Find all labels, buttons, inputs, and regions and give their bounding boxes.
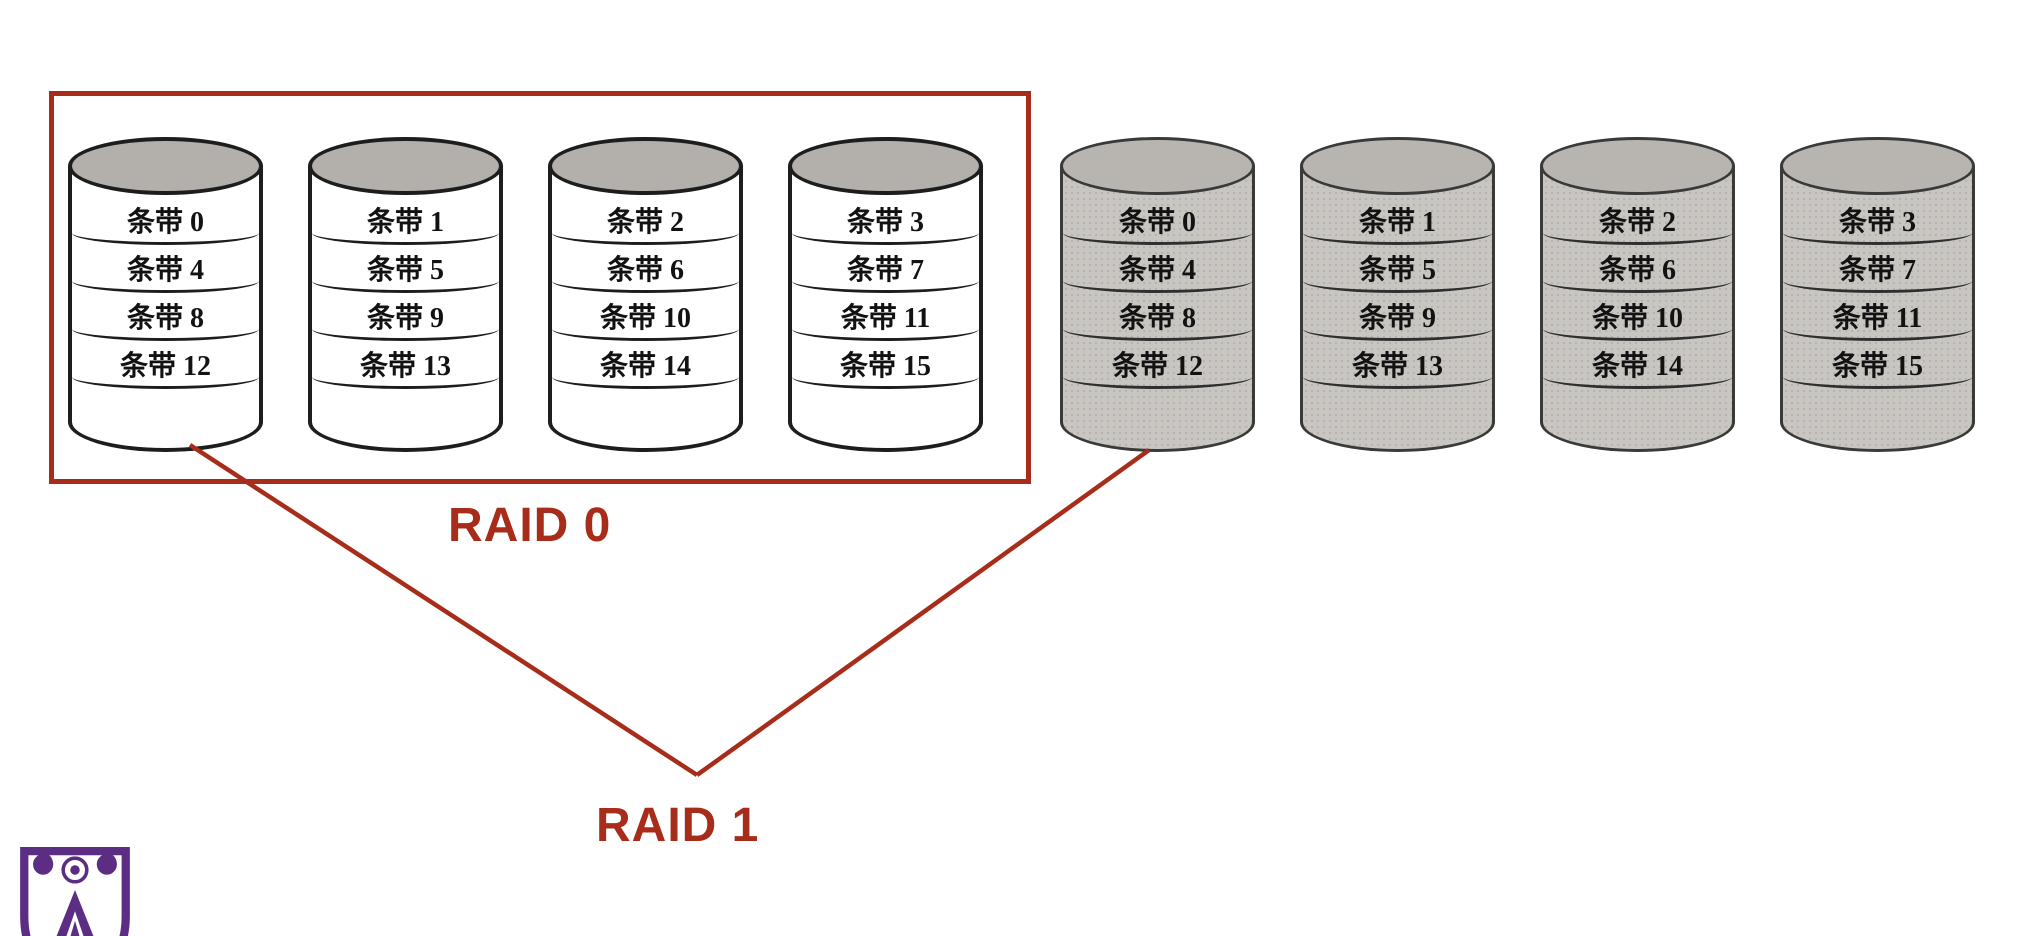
stripe-cell: 条带 6 bbox=[552, 245, 739, 293]
disk-top-ellipse bbox=[1540, 137, 1735, 195]
stripe-label: 条带 13 bbox=[1351, 350, 1443, 382]
stripe-label: 条带 3 bbox=[846, 206, 924, 238]
stripe-label: 条带 9 bbox=[366, 302, 444, 334]
stripe-cell: 条带 13 bbox=[1303, 341, 1492, 389]
stripe-label: 条带 7 bbox=[846, 254, 924, 286]
stripe-cell: 条带 7 bbox=[792, 245, 979, 293]
disk-body: 条带 2 条带 6 条带 10 条带 14 bbox=[548, 166, 743, 452]
stripe-cell: 条带 10 bbox=[1543, 293, 1732, 341]
stripe-label: 条带 6 bbox=[606, 254, 684, 286]
stripe-label: 条带 13 bbox=[359, 350, 451, 382]
stripe-cell: 条带 3 bbox=[792, 197, 979, 245]
disk-raid0-2: 条带 1 条带 5 条带 9 条带 13 bbox=[308, 137, 503, 452]
logo-globe-center bbox=[70, 865, 80, 875]
disk-raid0-3: 条带 2 条带 6 条带 10 条带 14 bbox=[548, 137, 743, 452]
stripe-cell: 条带 7 bbox=[1783, 245, 1972, 293]
disk-body: 条带 3 条带 7 条带 11 条带 15 bbox=[1780, 166, 1975, 452]
disk-top-ellipse bbox=[1300, 137, 1495, 195]
stripe-label: 条带 5 bbox=[1358, 254, 1436, 286]
stripe-cell: 条带 0 bbox=[72, 197, 259, 245]
logo-globe-icon bbox=[61, 856, 89, 884]
stripe-label: 条带 2 bbox=[606, 206, 684, 238]
stripe-cell: 条带 13 bbox=[312, 341, 499, 389]
stripe-label: 条带 11 bbox=[1832, 302, 1923, 334]
stripe-cell: 条带 15 bbox=[792, 341, 979, 389]
nanjing-university-logo bbox=[20, 846, 130, 936]
disk-top-ellipse bbox=[68, 137, 263, 195]
stripe-label: 条带 0 bbox=[126, 206, 204, 238]
logo-tree-core bbox=[70, 920, 80, 936]
logo-right-figure-icon bbox=[96, 853, 117, 875]
stripe-label: 条带 0 bbox=[1118, 206, 1196, 238]
raid1-right-line bbox=[695, 448, 1151, 777]
disk-top-ellipse bbox=[548, 137, 743, 195]
disk-raid0-1: 条带 0 条带 4 条带 8 条带 12 bbox=[68, 137, 263, 452]
disk-raid0-4: 条带 3 条带 7 条带 11 条带 15 bbox=[788, 137, 983, 452]
stripe-label: 条带 1 bbox=[366, 206, 444, 238]
stripe-cell: 条带 9 bbox=[312, 293, 499, 341]
stripe-cell: 条带 12 bbox=[1063, 341, 1252, 389]
stripe-label: 条带 14 bbox=[1591, 350, 1683, 382]
stripe-cell: 条带 11 bbox=[792, 293, 979, 341]
stripe-cell: 条带 11 bbox=[1783, 293, 1972, 341]
stripe-cell: 条带 14 bbox=[552, 341, 739, 389]
stripe-cell: 条带 12 bbox=[72, 341, 259, 389]
disk-mirror-2: 条带 1 条带 5 条带 9 条带 13 bbox=[1300, 137, 1495, 452]
stripe-cell: 条带 8 bbox=[72, 293, 259, 341]
disk-body: 条带 3 条带 7 条带 11 条带 15 bbox=[788, 166, 983, 452]
stripe-cell: 条带 9 bbox=[1303, 293, 1492, 341]
stripe-label: 条带 8 bbox=[126, 302, 204, 334]
stripe-label: 条带 6 bbox=[1598, 254, 1676, 286]
disk-body: 条带 1 条带 5 条带 9 条带 13 bbox=[1300, 166, 1495, 452]
stripe-cell: 条带 4 bbox=[72, 245, 259, 293]
stripe-cell: 条带 1 bbox=[1303, 197, 1492, 245]
disk-mirror-1: 条带 0 条带 4 条带 8 条带 12 bbox=[1060, 137, 1255, 452]
disk-top-ellipse bbox=[1780, 137, 1975, 195]
stripe-label: 条带 9 bbox=[1358, 302, 1436, 334]
disk-mirror-3: 条带 2 条带 6 条带 10 条带 14 bbox=[1540, 137, 1735, 452]
disk-top-ellipse bbox=[1060, 137, 1255, 195]
disk-body: 条带 1 条带 5 条带 9 条带 13 bbox=[308, 166, 503, 452]
stripe-label: 条带 12 bbox=[1111, 350, 1203, 382]
stripe-label: 条带 14 bbox=[599, 350, 691, 382]
raid1-left-line bbox=[188, 443, 699, 777]
disk-mirror-4: 条带 3 条带 7 条带 11 条带 15 bbox=[1780, 137, 1975, 452]
stripe-label: 条带 5 bbox=[366, 254, 444, 286]
raid1-label: RAID 1 bbox=[596, 799, 760, 852]
stripe-label: 条带 7 bbox=[1838, 254, 1916, 286]
stripe-cell: 条带 4 bbox=[1063, 245, 1252, 293]
stripe-cell: 条带 6 bbox=[1543, 245, 1732, 293]
stripe-cell: 条带 14 bbox=[1543, 341, 1732, 389]
stripe-cell: 条带 0 bbox=[1063, 197, 1252, 245]
stripe-label: 条带 15 bbox=[1831, 350, 1923, 382]
stripe-cell: 条带 1 bbox=[312, 197, 499, 245]
stripe-cell: 条带 3 bbox=[1783, 197, 1972, 245]
stripe-label: 条带 2 bbox=[1598, 206, 1676, 238]
stripe-label: 条带 15 bbox=[839, 350, 931, 382]
stripe-cell: 条带 8 bbox=[1063, 293, 1252, 341]
stripe-cell: 条带 15 bbox=[1783, 341, 1972, 389]
stripe-label: 条带 11 bbox=[840, 302, 931, 334]
stripe-label: 条带 4 bbox=[1118, 254, 1196, 286]
disk-body: 条带 0 条带 4 条带 8 条带 12 bbox=[68, 166, 263, 452]
disk-top-ellipse bbox=[788, 137, 983, 195]
stripe-label: 条带 10 bbox=[599, 302, 691, 334]
stripe-label: 条带 1 bbox=[1358, 206, 1436, 238]
stripe-label: 条带 8 bbox=[1118, 302, 1196, 334]
stripe-label: 条带 3 bbox=[1838, 206, 1916, 238]
disk-top-ellipse bbox=[308, 137, 503, 195]
stripe-cell: 条带 10 bbox=[552, 293, 739, 341]
stripe-cell: 条带 5 bbox=[312, 245, 499, 293]
stripe-label: 条带 12 bbox=[119, 350, 211, 382]
stripe-cell: 条带 2 bbox=[552, 197, 739, 245]
disk-body: 条带 2 条带 6 条带 10 条带 14 bbox=[1540, 166, 1735, 452]
stripe-label: 条带 4 bbox=[126, 254, 204, 286]
stripe-label: 条带 10 bbox=[1591, 302, 1683, 334]
stripe-cell: 条带 2 bbox=[1543, 197, 1732, 245]
disk-body: 条带 0 条带 4 条带 8 条带 12 bbox=[1060, 166, 1255, 452]
stripe-cell: 条带 5 bbox=[1303, 245, 1492, 293]
logo-left-figure-icon bbox=[33, 853, 54, 875]
raid0-label: RAID 0 bbox=[448, 499, 612, 552]
